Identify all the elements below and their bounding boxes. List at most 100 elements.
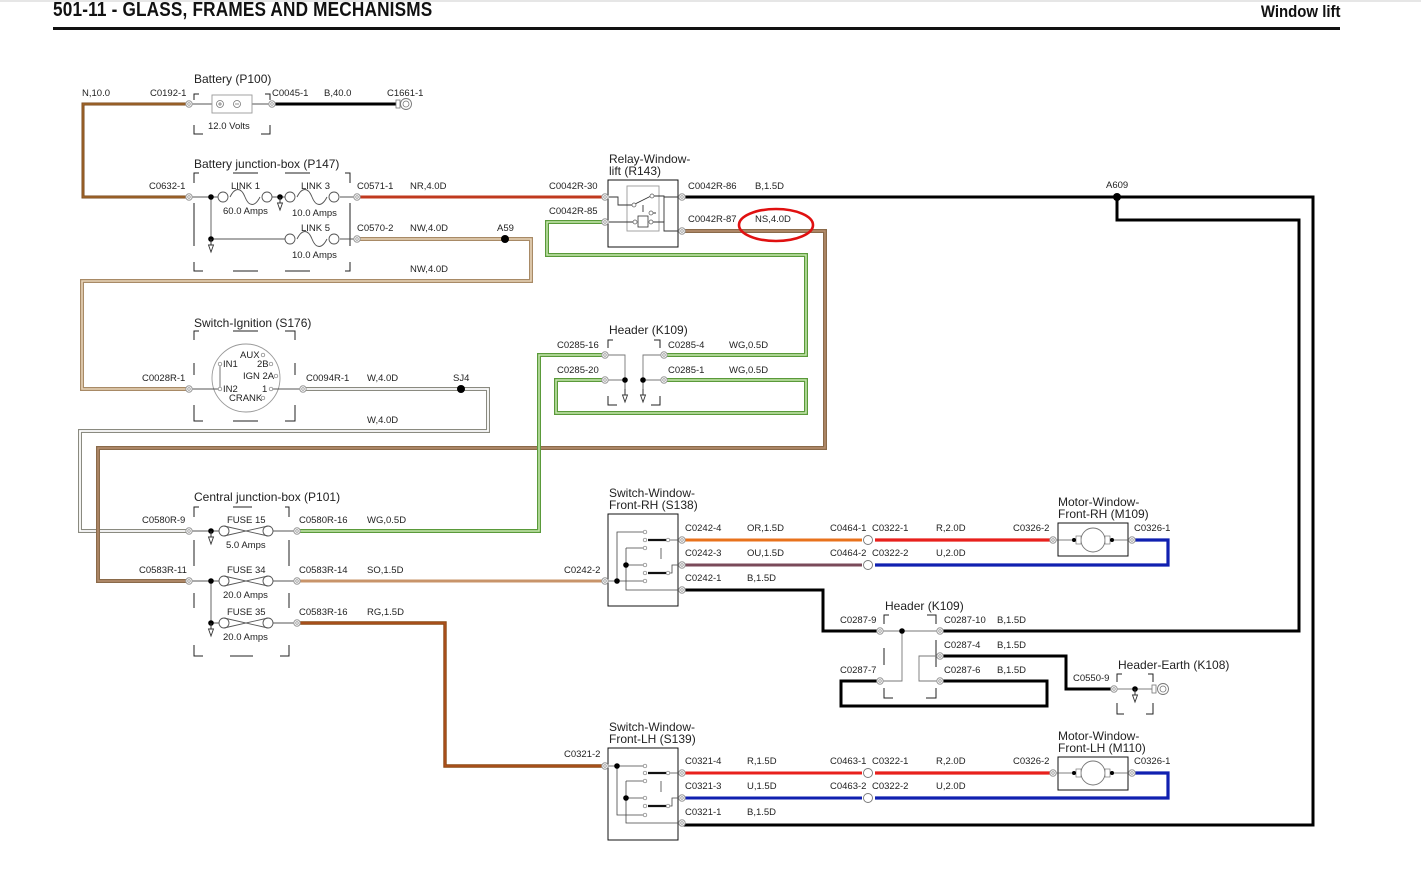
pin-label: C0287-10 xyxy=(944,615,986,626)
inline-connector-rh: C0464-1 C0322-1 C0464-2 C0322-2 xyxy=(830,523,908,570)
wire-wg-relay xyxy=(545,220,808,357)
wire-label: B,1.5D xyxy=(755,181,784,192)
connector-icon xyxy=(876,627,884,635)
wire-label: R,2.0D xyxy=(936,756,966,767)
ignition-switch[interactable]: Switch-Ignition (S176) IN1 AUX 2B IGN 2A… xyxy=(142,316,349,422)
connector-icon xyxy=(678,819,686,827)
pin-label: C0583R-14 xyxy=(299,565,348,576)
switch-window-front-rh[interactable]: Switch-Window- Front-RH (S138) C0242-2 C… xyxy=(564,486,721,607)
wire-b-15-rh xyxy=(683,588,880,633)
pin-label: C0326-1 xyxy=(1134,523,1170,534)
pin-label: C0570-2 xyxy=(357,223,393,234)
motor-lh-title: Front-LH (M110) xyxy=(1058,741,1146,755)
pin-label: C0322-2 xyxy=(872,781,908,792)
highlight-circle xyxy=(737,207,815,243)
splice-label-sj4: SJ4 xyxy=(453,373,469,384)
cjb-title: Central junction-box (P101) xyxy=(194,490,340,504)
header-title: Header (K109) xyxy=(609,323,688,337)
relay-title: Relay-Window- xyxy=(609,152,690,166)
wire-label: R,1.5D xyxy=(747,756,777,767)
pin-label: C0463-1 xyxy=(830,756,866,767)
header-k109-top[interactable]: Header (K109) C0285-16 C0285-20 C0285-4 … xyxy=(557,323,704,406)
connector-icon xyxy=(601,218,609,226)
pin-label: C0242-3 xyxy=(685,548,721,559)
wire-wg-header-loop xyxy=(554,378,808,415)
connector-icon xyxy=(678,794,686,802)
pin-label: C0580R-9 xyxy=(142,515,185,526)
wire-label: B,1.5D xyxy=(997,615,1026,626)
connector-icon xyxy=(1128,769,1136,777)
motor-rh-title: Front-RH (M109) xyxy=(1058,507,1149,521)
ground-icon xyxy=(622,388,628,403)
motor-icon xyxy=(1080,527,1106,553)
pin-label: C0287-4 xyxy=(944,640,980,651)
wire-label-highlighted: NS,4.0D xyxy=(755,214,791,225)
terminal-label: AUX xyxy=(240,350,260,361)
header-earth-k108[interactable]: Header-Earth (K108) C0550-9 xyxy=(1073,658,1229,715)
pin-label: C0321-3 xyxy=(685,781,721,792)
pin-label: C0028R-1 xyxy=(142,373,185,384)
pin-label: C0464-2 xyxy=(830,548,866,559)
relay-window-lift[interactable]: Relay-Window- lift (R143) C0042R-30 C004… xyxy=(549,152,737,248)
header-k109-bottom[interactable]: Header (K109) C0287-9 C0287-7 C0287-10 C… xyxy=(840,599,986,699)
wire-b-h-loop xyxy=(839,679,1049,708)
pin-label: C0042R-87 xyxy=(688,214,737,225)
header-earth-title: Header-Earth (K108) xyxy=(1118,658,1229,672)
fuse-name: FUSE 34 xyxy=(227,565,266,576)
pin-label: C0464-1 xyxy=(830,523,866,534)
wire-label: B,1.5D xyxy=(997,665,1026,676)
fuse-name: FUSE 35 xyxy=(227,607,266,618)
connector-icon xyxy=(936,677,944,685)
terminal-label: 2B xyxy=(257,359,269,370)
motor-window-front-rh[interactable]: Motor-Window- Front-RH (M109) C0326-2 C0… xyxy=(1013,495,1170,557)
wire-label: U,2.0D xyxy=(936,548,966,559)
pin-label: C0326-1 xyxy=(1134,756,1170,767)
ground-icon xyxy=(640,388,646,403)
wire-n-10 xyxy=(81,102,189,199)
wire-label: NW,4.0D xyxy=(410,264,448,275)
pin-label: C0571-1 xyxy=(357,181,393,192)
wire-label: U,2.0D xyxy=(936,781,966,792)
switch-lh-title: Switch-Window- xyxy=(609,720,695,734)
connector-icon xyxy=(1049,769,1057,777)
connector-icon xyxy=(678,536,686,544)
battery-component[interactable]: Battery (P100) 12.0 Volts C0192-1 C0045-… xyxy=(150,72,308,135)
wire-label: WG,0.5D xyxy=(729,340,768,351)
pin-label: C0321-2 xyxy=(564,749,600,760)
pin-label: C1661-1 xyxy=(387,88,423,99)
splice-a59 xyxy=(501,235,509,243)
wire-w-4 xyxy=(78,387,490,533)
pin-label: C0463-2 xyxy=(830,781,866,792)
fuse-rating: 20.0 Amps xyxy=(223,632,268,643)
connector-icon xyxy=(601,577,609,585)
central-junction-box[interactable]: Central junction-box (P101) FUSE 15 5.0 … xyxy=(139,490,348,657)
wire-label: N,10.0 xyxy=(82,88,110,99)
terminal-label: IGN 2A xyxy=(243,371,275,382)
bjb-title: Battery junction-box (P147) xyxy=(194,157,339,171)
ground-eyelet-icon xyxy=(395,98,412,110)
wire-label: SO,1.5D xyxy=(367,565,404,576)
battery-junction-box[interactable]: Battery junction-box (P147) LINK 1 60.0 … xyxy=(149,157,393,272)
wire-label: WG,0.5D xyxy=(729,365,768,376)
wire-label: RG,1.5D xyxy=(367,607,404,618)
pin-label: C0287-9 xyxy=(840,615,876,626)
switch-window-front-lh[interactable]: Switch-Window- Front-LH (S139) C0321-2 C… xyxy=(564,720,721,841)
link-name: LINK 1 xyxy=(231,181,260,192)
battery-minus-icon xyxy=(233,100,241,108)
connector-icon xyxy=(1110,685,1118,693)
wire-rg-15 xyxy=(297,621,605,768)
pin-label: C0321-1 xyxy=(685,807,721,818)
pin-label: C0322-2 xyxy=(872,548,908,559)
wire-label: WG,0.5D xyxy=(367,515,406,526)
connector-icon xyxy=(678,561,686,569)
connector-icon xyxy=(601,762,609,770)
pin-label: C0287-6 xyxy=(944,665,980,676)
connector-icon xyxy=(678,769,686,777)
motor-window-front-lh[interactable]: Motor-Window- Front-LH (M110) C0326-2 C0… xyxy=(1013,729,1170,791)
pin-label: C0326-2 xyxy=(1013,523,1049,534)
switch-lh-title: Front-LH (S139) xyxy=(609,732,696,746)
header-rule xyxy=(53,27,1340,30)
connector-icon xyxy=(353,193,361,201)
connector-icon xyxy=(185,385,193,393)
connector-icon xyxy=(601,193,609,201)
